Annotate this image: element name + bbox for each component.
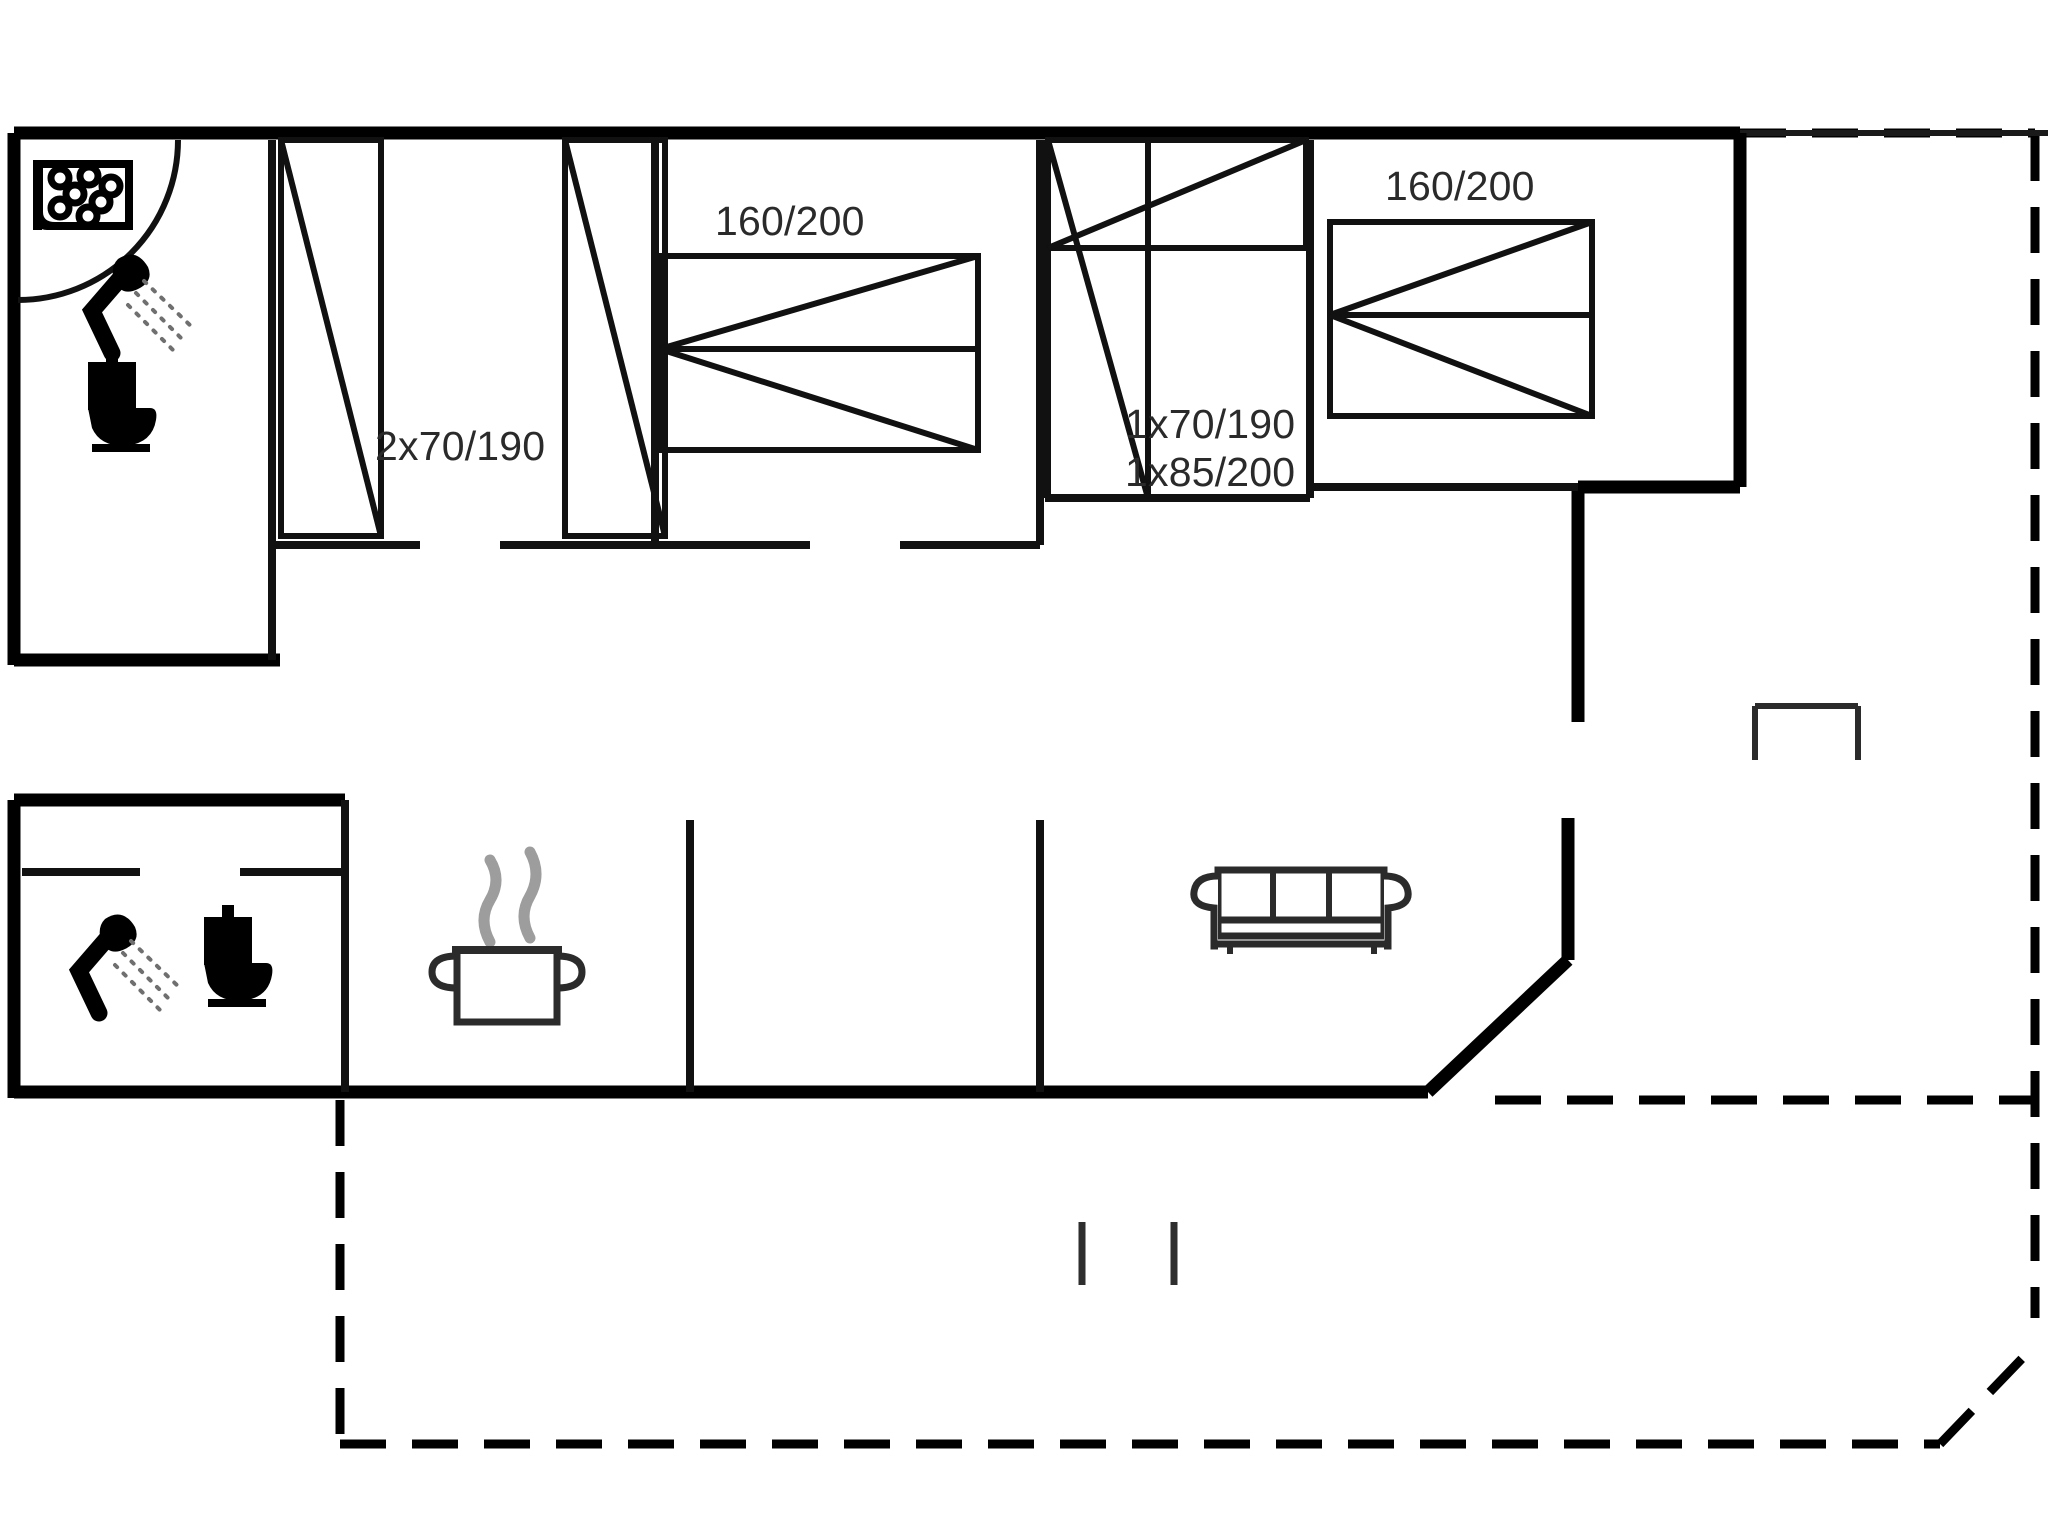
bed-double-right [1327,219,1595,419]
bed-label-1x70-190: 1x70/190 [1125,401,1295,447]
sofa-icon [1190,866,1412,954]
toilet-icon [204,905,273,1007]
bed-label-160-200-right: 160/200 [1385,163,1535,209]
lower-block-walls [7,793,1575,1099]
shower-icon [68,914,183,1022]
bed-label-1x85-200: 1x85/200 [1125,449,1295,495]
cooking-pot-icon [428,846,586,1026]
door-swing-bathroom-upper [17,139,181,303]
bed-single-b [562,137,668,539]
upper-block-partitions [268,140,1578,660]
bed-single-horizontal [1045,137,1309,251]
washing-machine-icon [33,160,133,230]
bed-label-160-200-left: 160/200 [715,198,865,244]
bed-label-2x70-190: 2x70/190 [375,423,545,469]
bed-single-a [278,137,384,539]
terrace-tick-marks [1078,1222,1178,1285]
small-table-outline [1752,703,1861,760]
toilet-icon [88,350,157,452]
terrace-outline [335,128,2040,1449]
upper-block-walls [7,126,1747,722]
bed-double-left [657,253,981,453]
lower-block-partitions [22,800,1044,1092]
